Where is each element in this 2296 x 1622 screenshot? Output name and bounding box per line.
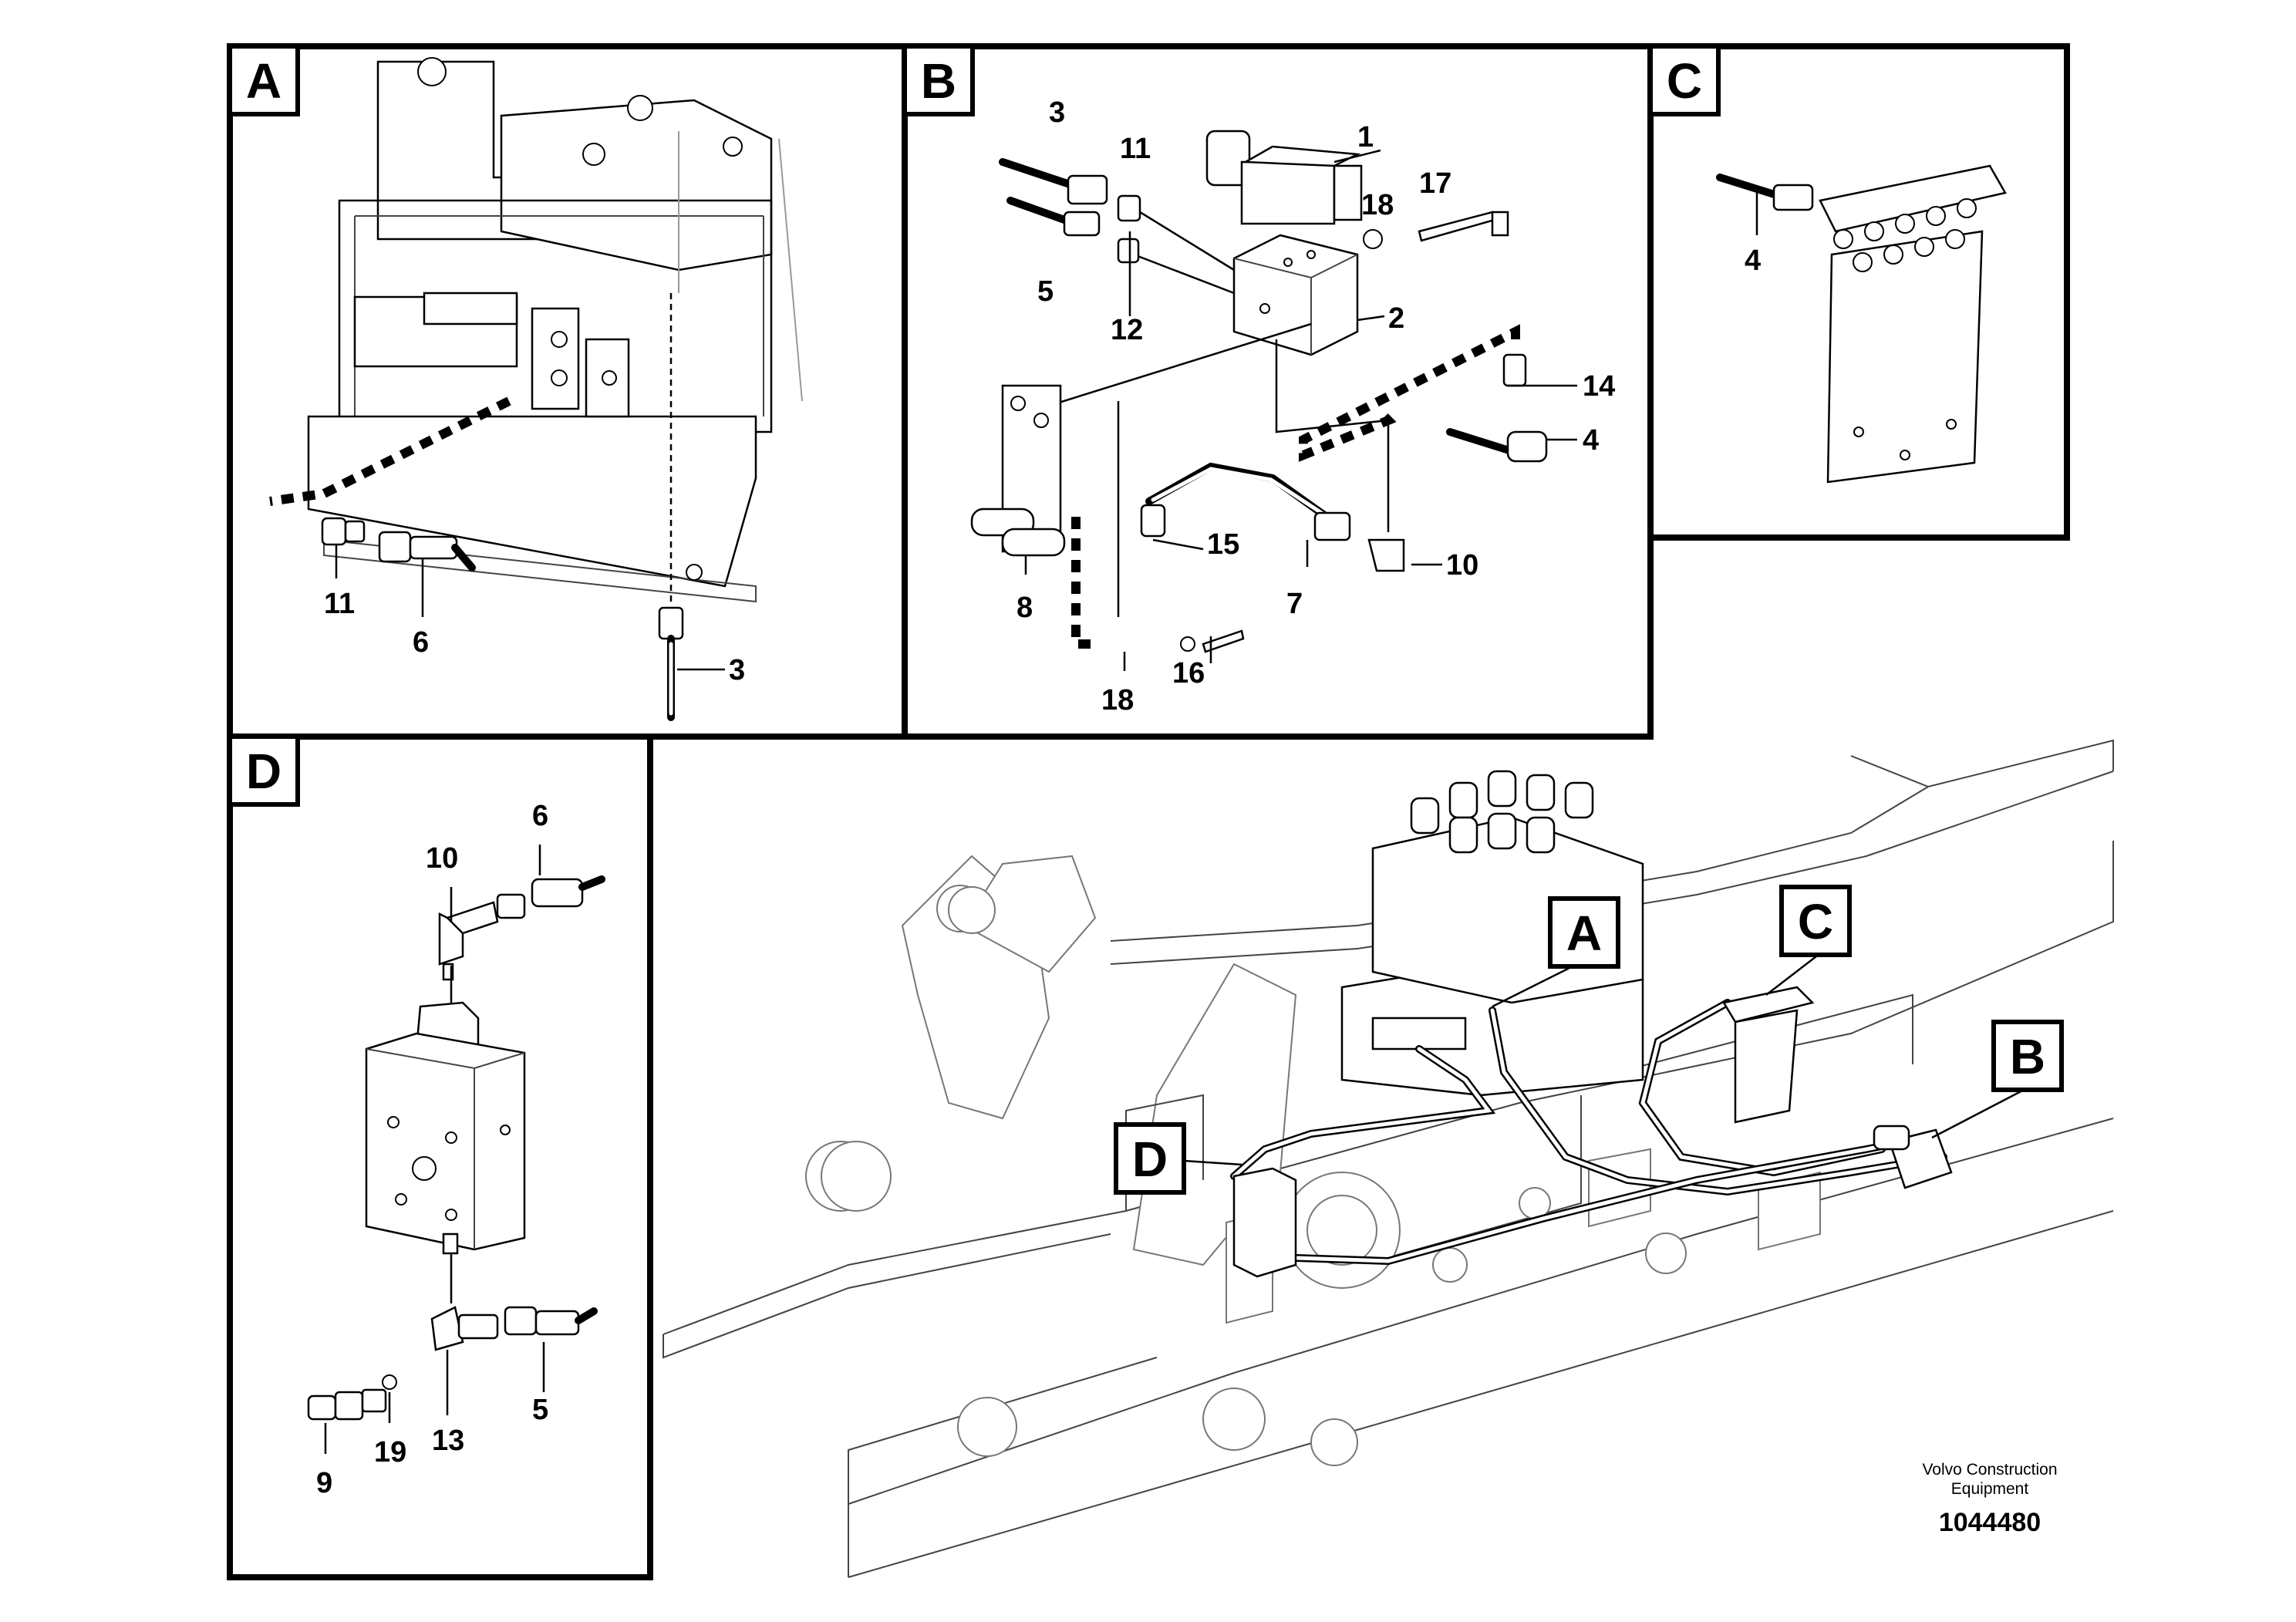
footer: Volvo Construction Equipment 1044480 — [1922, 1461, 2057, 1537]
panel-b: B — [902, 44, 1615, 717]
overview-valve-block-d — [1232, 1167, 1297, 1278]
panel-a-valve-assembly — [307, 57, 803, 603]
label-b-4: 4 — [1583, 424, 1599, 457]
hose-fitting-icon — [999, 158, 1141, 264]
panel-c-letter: C — [1667, 53, 1702, 109]
overview-marker-c: C — [1798, 894, 1833, 949]
label-d-19: 19 — [374, 1436, 406, 1469]
label-b-15: 15 — [1207, 528, 1239, 561]
label-b-7: 7 — [1286, 588, 1303, 620]
label-b-5: 5 — [1037, 275, 1054, 308]
label-b-17: 17 — [1419, 167, 1451, 200]
label-b-12: 12 — [1111, 314, 1143, 346]
overview-marker-d: D — [1132, 1131, 1168, 1187]
label-b-1: 1 — [1357, 121, 1374, 153]
panel-a: A — [228, 44, 803, 721]
panel-d-letter: D — [246, 744, 282, 799]
overview-hoses — [1230, 999, 1947, 1266]
overview-markers: A B C D — [1114, 885, 2064, 1195]
hose-fitting-icon — [1140, 211, 1548, 653]
hose-fitting-icon — [1716, 174, 1814, 211]
valve-block-icon — [365, 1001, 526, 1255]
label-d-13: 13 — [432, 1425, 464, 1457]
label-d-6: 6 — [532, 800, 548, 832]
overview-marker-a: A — [1566, 905, 1602, 961]
label-c-4: 4 — [1745, 244, 1761, 277]
label-b-11: 11 — [1120, 133, 1151, 165]
label-a-11: 11 — [324, 588, 355, 620]
overview-solenoid — [1873, 1125, 1953, 1189]
document-number: 1044480 — [1939, 1508, 2041, 1537]
panel-c: C 4 — [1648, 44, 2007, 484]
overview-marker-b: B — [2010, 1029, 2045, 1084]
valve-block-icon — [1232, 234, 1359, 356]
label-b-14: 14 — [1583, 370, 1615, 403]
solenoid-icon — [1205, 130, 1363, 225]
panel-frames — [227, 43, 2070, 1580]
hose-fitting-icon — [438, 875, 605, 966]
brand-line-2: Equipment — [1951, 1480, 2029, 1498]
panel-d: D — [228, 734, 605, 1499]
brand-line-1: Volvo Construction — [1922, 1461, 2057, 1479]
overview-machine — [663, 739, 2114, 1578]
label-b-3: 3 — [1049, 96, 1065, 129]
label-a-6: 6 — [413, 626, 429, 659]
hose-fitting-icon — [321, 517, 684, 721]
label-d-9: 9 — [316, 1467, 332, 1499]
overview-manifold — [1722, 986, 1815, 1124]
label-b-10: 10 — [1446, 549, 1478, 582]
label-b-16: 16 — [1172, 657, 1205, 690]
hose-fitting-icon — [307, 1306, 598, 1421]
panel-a-letter: A — [246, 53, 282, 109]
label-a-3: 3 — [729, 654, 745, 686]
label-b-8: 8 — [1017, 592, 1033, 624]
panel-b-letter: B — [921, 53, 956, 109]
label-b-2: 2 — [1388, 302, 1404, 335]
label-d-10: 10 — [426, 842, 458, 875]
manifold-icon — [1819, 164, 2007, 484]
label-b-18b: 18 — [1101, 684, 1134, 717]
label-d-5: 5 — [532, 1394, 548, 1426]
label-b-18: 18 — [1361, 189, 1394, 221]
